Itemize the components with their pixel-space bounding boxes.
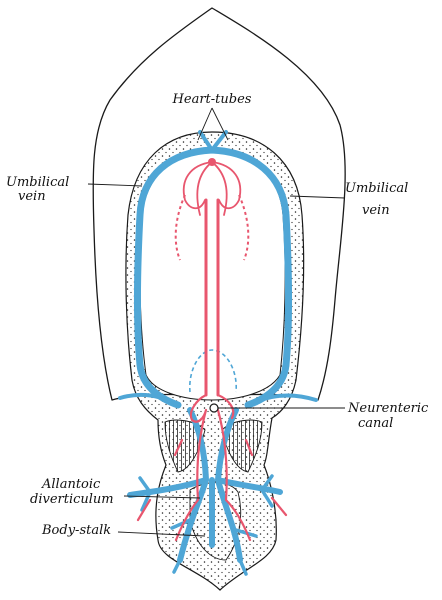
umbilical-vein-loop bbox=[133, 146, 293, 409]
neurenteric-canal-pore bbox=[209, 403, 219, 413]
label-umbilical-vein-left: Umbilical bbox=[6, 175, 69, 190]
body-stalk-leader bbox=[117, 531, 206, 537]
dorsal-aortae bbox=[204, 198, 220, 397]
heart-tubes-leader bbox=[197, 107, 229, 141]
label-umbilical-vein-left-2: vein bbox=[18, 189, 46, 204]
label-heart-tubes: Heart-tubes bbox=[172, 92, 252, 107]
label-umbilical-vein-right: Umbilical bbox=[345, 181, 408, 196]
umbilical-vein-right-leader bbox=[289, 195, 346, 199]
label-body-stalk: Body-stalk bbox=[41, 523, 111, 538]
vitelline-arteries-dashed bbox=[174, 194, 250, 261]
label-diverticulum: diverticulum bbox=[30, 492, 114, 507]
neural-plate bbox=[139, 149, 286, 401]
vitelline-vein-branches bbox=[118, 130, 318, 407]
caudal-vein-dashed bbox=[189, 349, 237, 393]
primitive-streak-left bbox=[164, 419, 206, 473]
heart-tube-arches bbox=[182, 161, 242, 216]
umbilical-arteries bbox=[136, 393, 288, 542]
allantoic-leader bbox=[123, 495, 201, 499]
label-neurenteric: Neurenteric bbox=[347, 401, 429, 416]
label-canal: canal bbox=[358, 416, 393, 431]
heart-tube-knot bbox=[208, 158, 216, 166]
label-umbilical-vein-right-2: vein bbox=[362, 203, 390, 218]
primitive-streak-right bbox=[221, 419, 263, 473]
label-allantoic: Allantoic bbox=[41, 477, 101, 492]
umbilical-vein-left-leader bbox=[87, 183, 143, 187]
